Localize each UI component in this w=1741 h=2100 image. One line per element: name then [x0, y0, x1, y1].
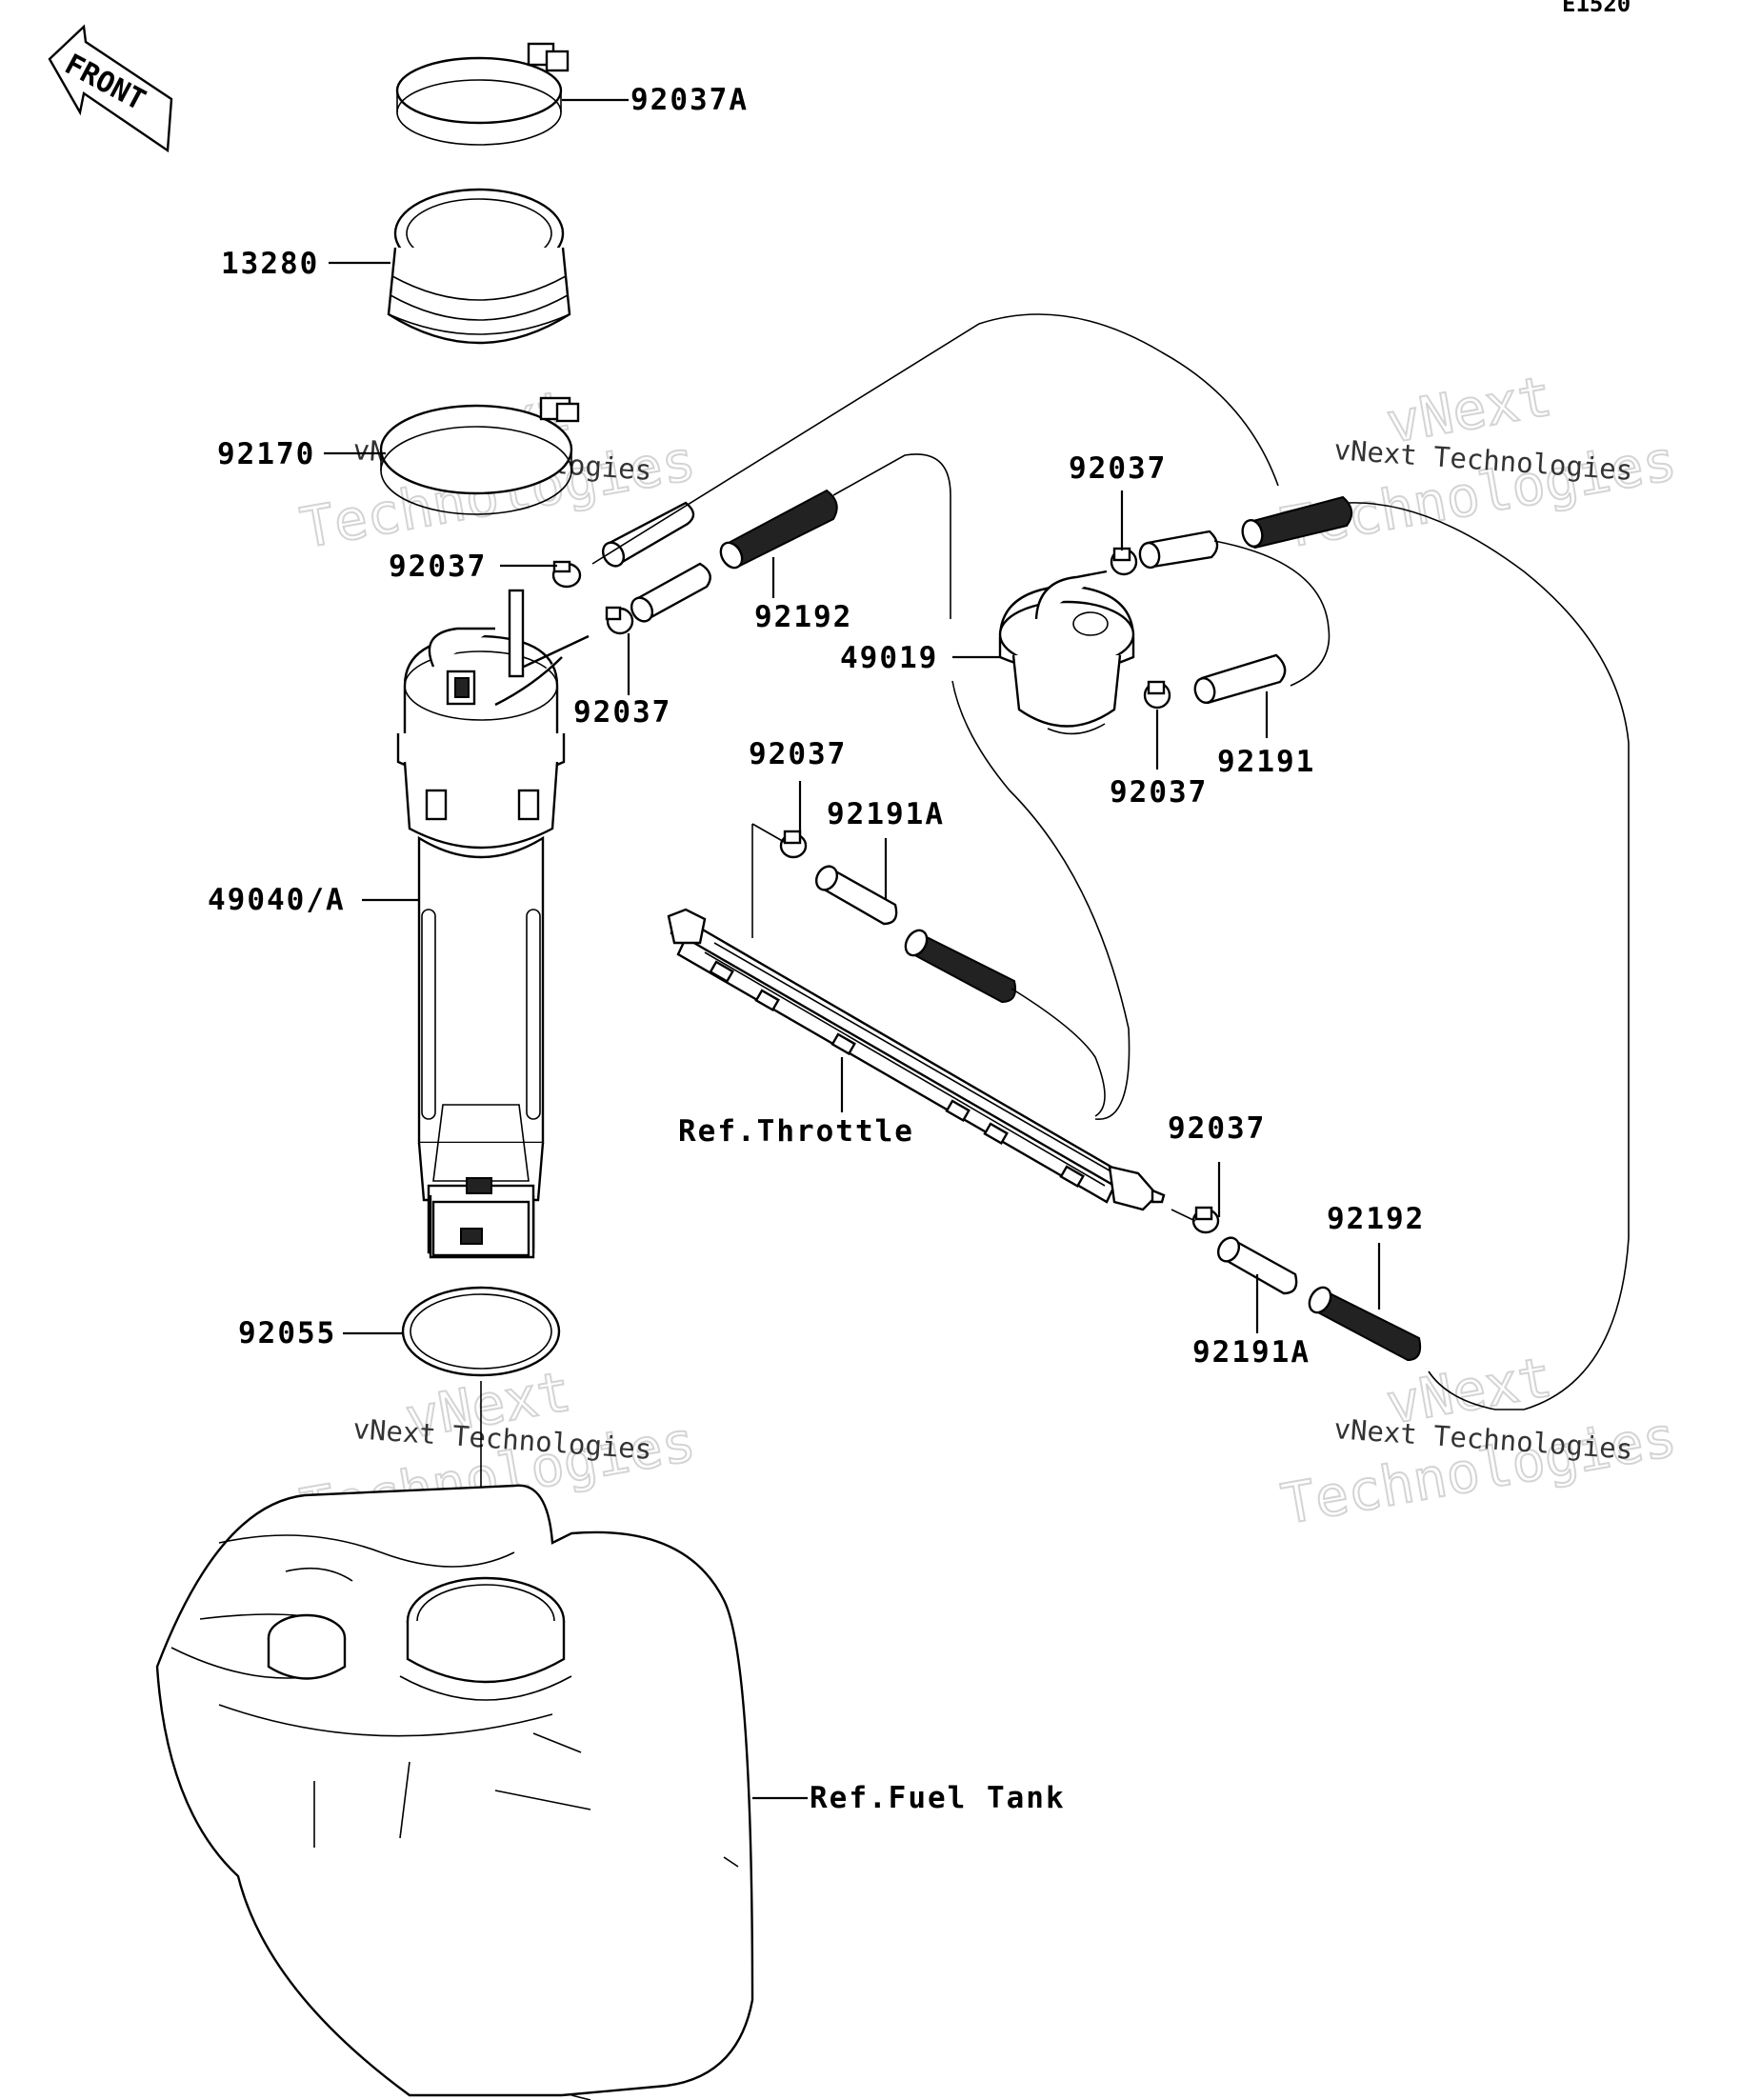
hose-clip-regulator-bottom: [1143, 680, 1171, 710]
label-clip-regulator-bottom: 92037: [1110, 775, 1208, 810]
label-hose-regulator: 92191: [1217, 745, 1315, 779]
hose-short-regulator-top: [1138, 530, 1219, 570]
label-clip-left-upper: 92037: [389, 550, 487, 584]
hose-clip-left-upper: [551, 560, 582, 589]
fuel-pump-assembly: [396, 589, 590, 1259]
fuel-rail: [667, 908, 1166, 1211]
fuel-tank: [155, 1484, 754, 2100]
gasket-ring: [387, 188, 571, 345]
label-ref-throttle: Ref.Throttle: [678, 1114, 914, 1149]
label-hose-rail-end: 92191A: [1192, 1335, 1311, 1370]
label-clip-rail-end: 92037: [1168, 1111, 1266, 1146]
o-ring: [401, 1286, 561, 1377]
front-arrow-icon: FRONT: [48, 24, 173, 153]
hose-clip-regulator-top: [1110, 547, 1138, 576]
label-clip-left-lower: 92037: [573, 695, 671, 730]
label-regulator: 49019: [840, 641, 938, 675]
label-ref-fuel-tank: Ref.Fuel Tank: [810, 1781, 1066, 1815]
band-clamp: [379, 396, 580, 515]
label-clip-regulator-top: 92037: [1069, 451, 1167, 486]
hose-short-upper-1: [601, 501, 695, 568]
label-spring-hose-upper: 92192: [754, 600, 852, 634]
label-spring-hose-lower: 92192: [1327, 1202, 1425, 1236]
pressure-regulator: [998, 570, 1135, 735]
hose-clamp-top: [395, 42, 570, 146]
watermark-right-bottom: vNext Technologies vNext Technologies: [1276, 1343, 1682, 1537]
spring-hose-lower: [1308, 1286, 1422, 1362]
watermark-right-top: vNext Technologies vNext Technologies: [1276, 362, 1682, 561]
label-o-ring: 92055: [238, 1316, 336, 1350]
hose-clip-rail-end: [1191, 1206, 1220, 1234]
label-clip-rail: 92037: [749, 737, 847, 771]
label-gasket-ring: 13280: [221, 247, 319, 281]
hose-clip-left-lower: [605, 606, 634, 635]
spring-hose-upper: [719, 489, 838, 570]
label-band-clamp: 92170: [217, 437, 315, 471]
hose-clip-rail: [779, 830, 808, 859]
diagram-id: E1520: [1562, 0, 1631, 17]
spring-hose-middle: [904, 929, 1017, 1004]
hose-regulator: [1193, 653, 1287, 705]
hose-rail-end: [1216, 1236, 1298, 1295]
hose-rail: [814, 865, 898, 926]
label-pump-assembly: 49040/A: [208, 883, 346, 917]
label-hose-rail: 92191A: [827, 797, 945, 831]
label-clamp-top: 92037A: [630, 83, 749, 117]
hose-short-upper-2: [630, 562, 711, 623]
